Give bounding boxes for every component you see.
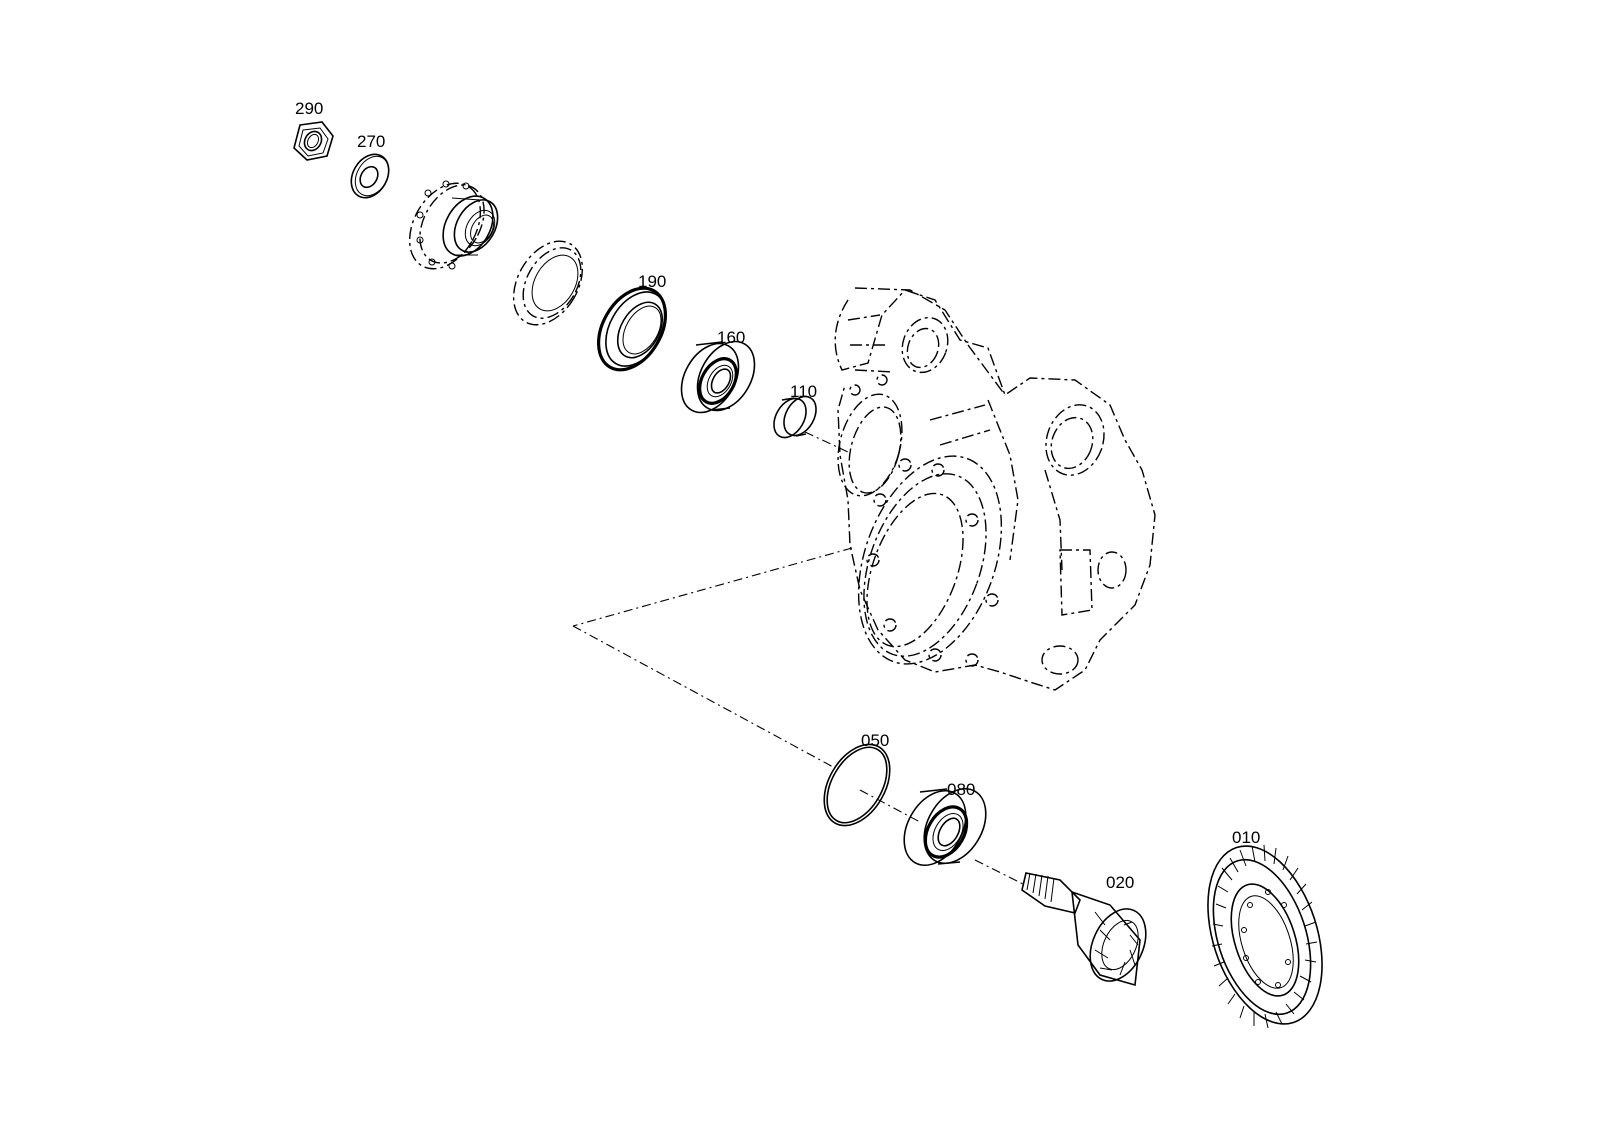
pinion-shaft-020[interactable] bbox=[1021, 872, 1157, 990]
spacer-ring-110[interactable] bbox=[767, 391, 822, 443]
shaft-seal-190[interactable] bbox=[585, 276, 679, 381]
output-flange[interactable] bbox=[395, 171, 506, 282]
washer-270[interactable] bbox=[344, 148, 396, 205]
callout-160: 160 bbox=[717, 328, 745, 347]
o-ring-050[interactable] bbox=[811, 733, 903, 837]
hex-nut-290[interactable] bbox=[293, 121, 334, 161]
callout-290: 290 bbox=[295, 99, 323, 118]
callout-010: 010 bbox=[1232, 828, 1260, 847]
dust-shield[interactable] bbox=[500, 229, 597, 337]
callout-080: 080 bbox=[947, 780, 975, 799]
bearing-080[interactable] bbox=[892, 778, 999, 876]
callout-labels: 290 270 190 160 110 050 080 020 010 bbox=[295, 99, 1260, 892]
callout-110: 110 bbox=[790, 382, 817, 401]
axle-housing bbox=[834, 287, 1156, 691]
callout-020: 020 bbox=[1106, 873, 1134, 892]
callout-270: 270 bbox=[357, 132, 385, 151]
ring-gear-010[interactable] bbox=[1187, 831, 1343, 1038]
assembly-axis-lines bbox=[572, 431, 1026, 886]
bearing-160[interactable] bbox=[670, 331, 766, 422]
callout-190: 190 bbox=[638, 272, 666, 291]
callout-050: 050 bbox=[861, 731, 889, 750]
